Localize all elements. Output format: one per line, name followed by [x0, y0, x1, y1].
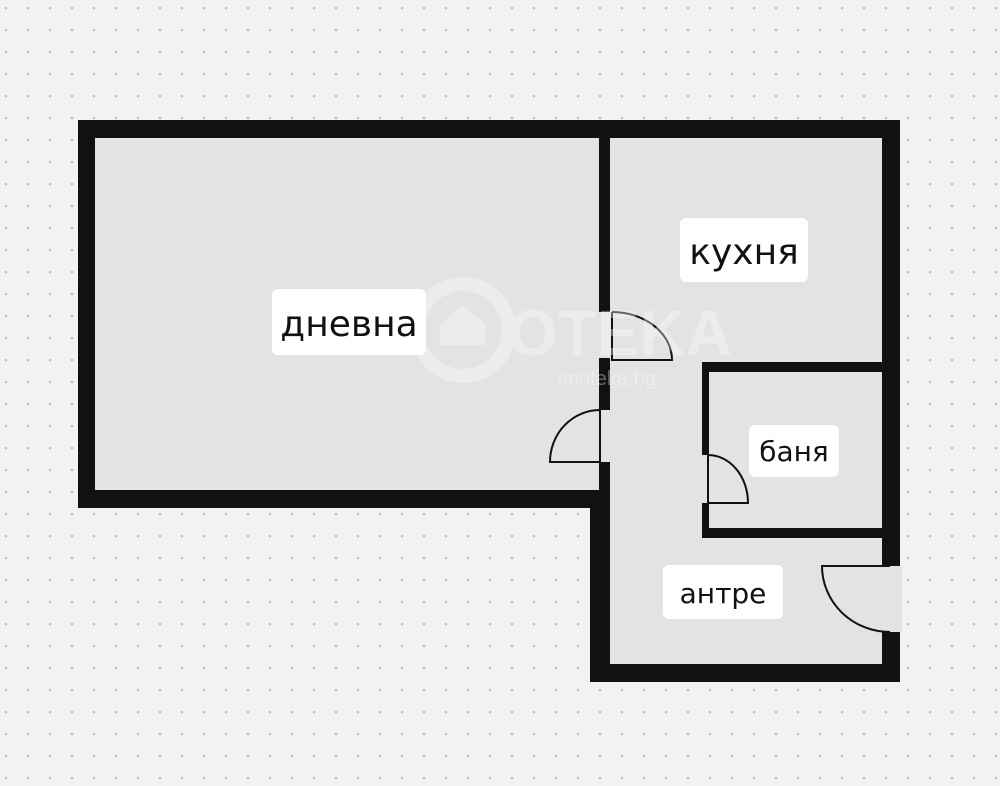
door-swing-kitchen: [611, 311, 674, 361]
room-label-hallway: антре: [663, 565, 783, 619]
door-swing-bathroom: [707, 454, 750, 504]
room-label-kitchen-text: кухня: [689, 232, 799, 273]
door-swings: [548, 311, 891, 633]
hallway-floor: [610, 362, 702, 538]
watermark-brand: OTEKA: [508, 297, 732, 369]
door-opening-kitchen: [598, 312, 612, 358]
room-label-bathroom-text: баня: [759, 435, 829, 468]
door-opening-living: [598, 410, 612, 462]
watermark-url: imoteka.bg: [558, 368, 656, 390]
room-label-living: дневна: [272, 289, 426, 355]
door-swing-living: [548, 409, 601, 463]
room-label-hallway-text: антре: [680, 577, 767, 610]
room-label-living-text: дневна: [280, 304, 417, 345]
room-label-bathroom: баня: [749, 425, 839, 477]
room-label-kitchen: кухня: [680, 218, 808, 282]
door-swing-entrance: [820, 565, 891, 633]
watermark-house-icon: [440, 305, 486, 345]
door-opening-bathroom: [700, 455, 711, 503]
